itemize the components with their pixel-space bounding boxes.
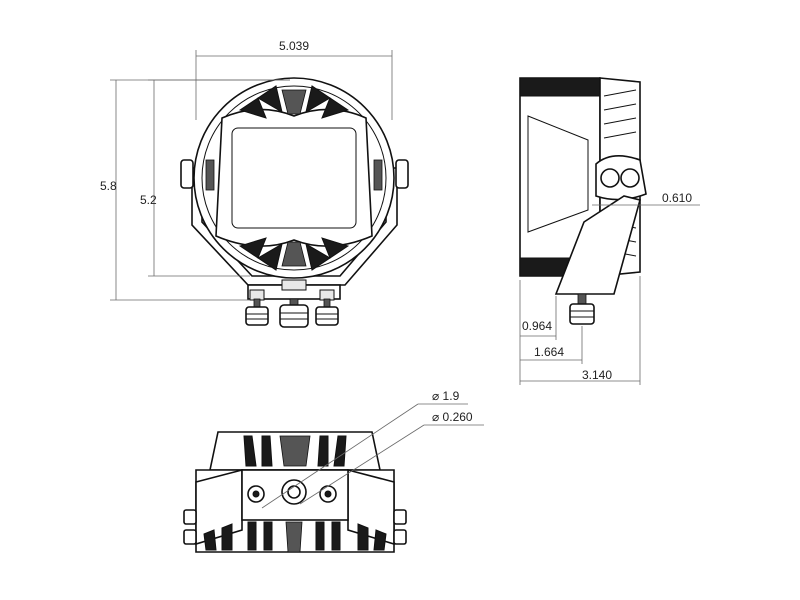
front-nut-left [249,289,265,301]
bottom-hole-leaders: ⌀ 1.9 ⌀ 0.260 [261,389,484,509]
dim-bottom-hole-small: ⌀ 0.260 [432,410,473,424]
bottom-right-knob-b [393,529,407,545]
side-bracket [554,195,641,295]
bottom-view: ⌀ 1.9 ⌀ 0.260 [183,389,484,553]
front-housing-inner [201,85,387,271]
side-depth-a-dimension: 0.964 [519,280,557,385]
front-top-reflector [238,85,350,119]
side-knob-b [620,168,640,188]
bottom-lower-fins [203,521,387,553]
front-body-height-dimension: 5.2 [140,79,290,277]
bottom-left-wing [195,468,243,546]
front-lens-inner [231,127,357,229]
side-overall-depth-dimension: 3.140 [520,276,641,385]
dim-side-depth-b: 1.664 [534,345,564,359]
front-overall-height-dimension: 5.8 [100,79,290,301]
front-left-vent [205,159,215,191]
front-bolt-right [315,298,339,326]
front-width-dimension: 5.039 [195,39,393,120]
bottom-right-wing [347,468,395,546]
front-nut-right [319,289,335,301]
dim-front-body-height: 5.2 [140,193,157,207]
front-view: 5.039 5.8 5.2 [100,39,409,328]
side-knob-a [600,168,620,188]
dim-side-overall-depth: 3.140 [582,368,612,382]
front-bolt-center [279,298,309,328]
bottom-left-knob-a [183,509,197,525]
side-view: 0.610 0.964 1.664 3.140 [519,77,700,385]
side-bolt [569,293,595,325]
front-right-vent [373,159,383,191]
side-bracket-offset-dimension: 0.610 [592,191,700,206]
bottom-top-fins [243,435,347,467]
bottom-right-knob-a [393,509,407,525]
front-left-knob [180,159,194,189]
front-right-knob [395,159,409,189]
dim-front-overall-height: 5.8 [100,179,117,193]
front-nut-center [281,279,307,291]
side-depth-b-dimension: 1.664 [520,326,583,364]
dim-side-bracket-offset: 0.610 [662,191,692,205]
dim-bottom-hole-large: ⌀ 1.9 [432,389,460,403]
front-bottom-reflector [238,237,350,271]
dim-front-width: 5.039 [279,39,309,53]
front-bolt-left [245,298,269,326]
side-top-band [519,77,601,97]
bottom-left-knob-b [183,529,197,545]
front-lens [215,108,373,247]
dim-side-depth-a: 0.964 [522,319,552,333]
